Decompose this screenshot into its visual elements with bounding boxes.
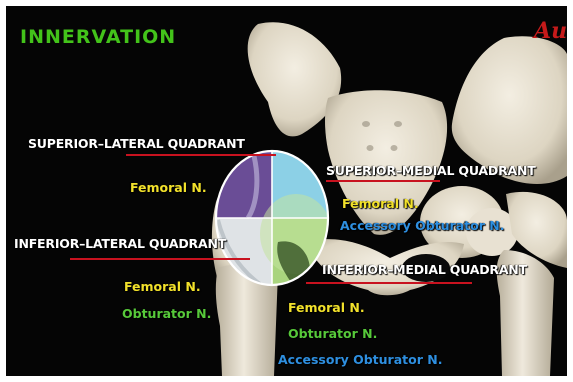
inferior-medial-accessory-obturator-nerve: Accessory Obturator N.: [278, 352, 442, 367]
inferior-medial-obturator-nerve: Obturator N.: [288, 326, 377, 341]
inferior-lateral-femoral-nerve: Femoral N.: [124, 279, 201, 294]
superior-lateral-underline: [126, 154, 276, 156]
inferior-lateral-underline: [70, 258, 250, 260]
pelvis-illustration: [6, 6, 567, 376]
inferior-medial-underline: [306, 282, 472, 284]
superior-medial-quadrant-label: SUPERIOR–MEDIAL QUADRANT: [326, 163, 536, 178]
brand-logo-text: Au: [534, 18, 567, 44]
superior-medial-femoral-nerve: Femoral N.: [342, 196, 419, 211]
inferior-lateral-obturator-nerve: Obturator N.: [122, 306, 211, 321]
page-title: INNERVATION: [20, 26, 176, 48]
inferior-medial-femoral-nerve: Femoral N.: [288, 300, 365, 315]
superior-medial-accessory-obturator-nerve: Accessory Obturator N.: [340, 218, 504, 233]
diagram-frame: INNERVATION Au SUPERIOR–LATERAL QUADRANT…: [6, 6, 567, 376]
superior-lateral-quadrant-label: SUPERIOR–LATERAL QUADRANT: [28, 136, 245, 151]
inferior-lateral-quadrant-label: INFERIOR–LATERAL QUADRANT: [14, 236, 226, 251]
superior-medial-underline: [326, 180, 440, 182]
superior-lateral-femoral-nerve: Femoral N.: [130, 180, 207, 195]
inferior-medial-quadrant-label: INFERIOR–MEDIAL QUADRANT: [322, 262, 527, 277]
right-iliac-wing: [452, 36, 567, 184]
